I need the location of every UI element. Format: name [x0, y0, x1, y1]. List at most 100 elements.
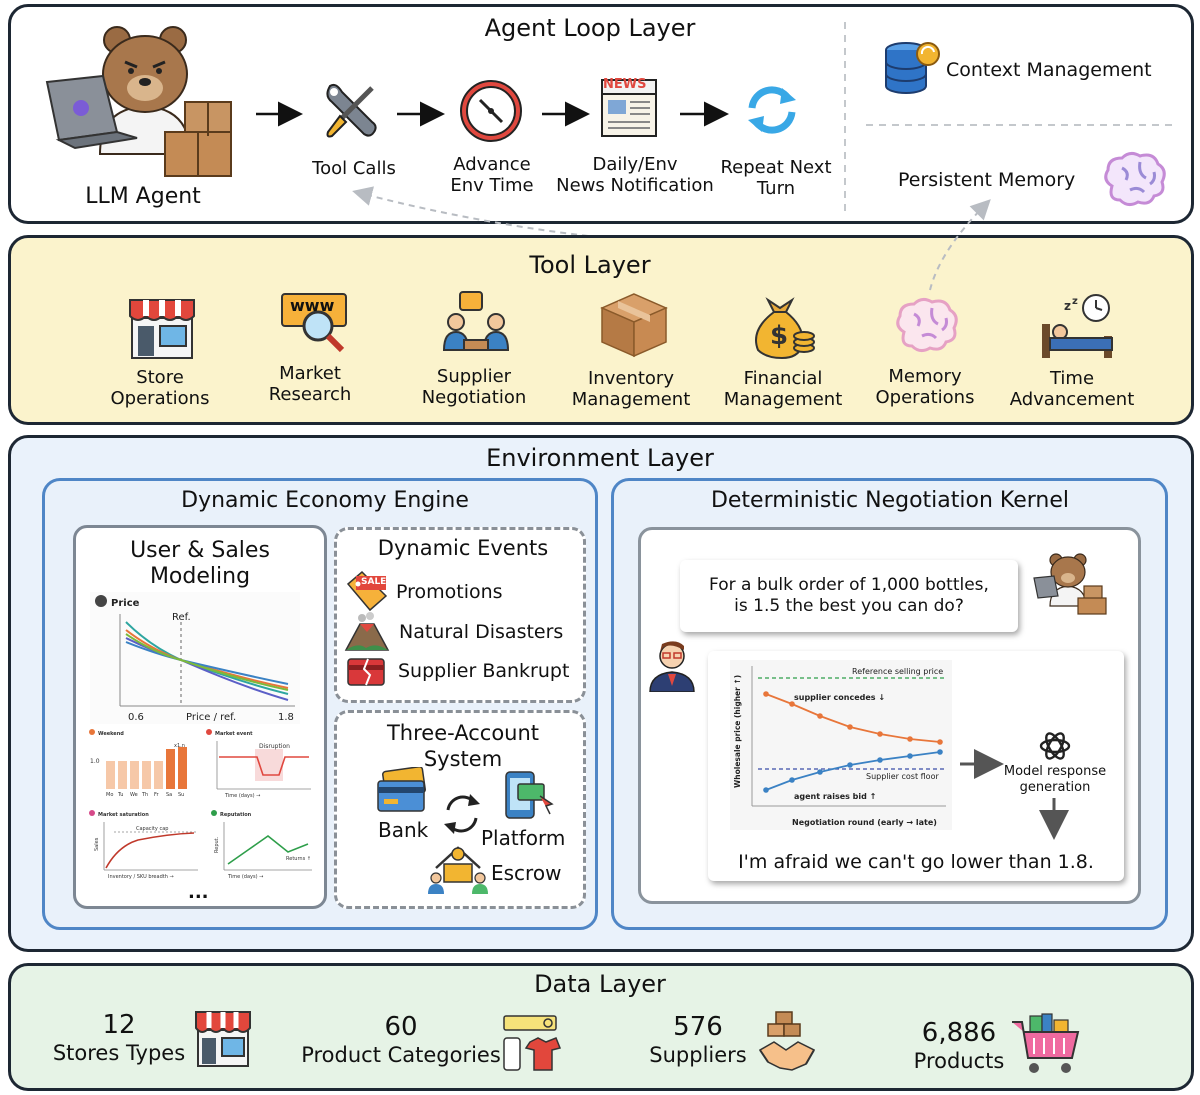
- memory-brain-icon: [892, 296, 962, 356]
- agent-series-point: [907, 753, 913, 759]
- weekend-bar: [166, 749, 175, 789]
- database-icon: [882, 38, 942, 98]
- wrench-screwdriver-icon: [320, 80, 382, 142]
- brain-icon: [1100, 150, 1170, 210]
- inventory-box-icon: [598, 290, 670, 360]
- sale-tag-label: SALE: [361, 577, 387, 587]
- escrow-icon: [428, 840, 488, 894]
- agent-loop-title: Agent Loop Layer: [484, 14, 696, 42]
- news-badge: NEWS: [603, 77, 647, 92]
- ref-label: Ref.: [172, 612, 191, 623]
- event-promotions: Promotions: [396, 581, 503, 603]
- saturation-title: Market saturation: [98, 812, 149, 818]
- model-arrows: [960, 749, 1069, 840]
- x-right-tick: 1.8: [278, 712, 294, 723]
- tool-layer-title: Tool Layer: [529, 251, 651, 279]
- clock-icon: [458, 78, 524, 144]
- account-bank: Bank: [378, 818, 429, 842]
- weekend-day-label: Tu: [117, 792, 123, 798]
- supplier-series-point: [817, 713, 823, 719]
- supplier-series-point: [877, 731, 883, 737]
- step-news-notification: Daily/Env News Notification: [556, 154, 714, 196]
- weekend-day-label: We: [130, 792, 138, 798]
- weekend-annotation: x1.n: [174, 743, 185, 749]
- stat-product-categories: 60 Product Categories: [300, 1012, 502, 1068]
- data-layer: [8, 963, 1194, 1091]
- stat-products: 6,886 Products: [904, 1018, 1014, 1074]
- supplier-reply-text: I'm afraid we can't go lower than 1.8.: [738, 851, 1094, 873]
- reference-price-label: Reference selling price: [852, 667, 943, 676]
- sleeping-bed-icon: z z: [1038, 292, 1116, 362]
- reputation-ylabel: Reput.: [214, 836, 220, 853]
- stat-products-label: Products: [913, 1049, 1005, 1073]
- weekend-title: Weekend: [98, 731, 124, 737]
- economy-engine-title: Dynamic Economy Engine: [181, 488, 469, 513]
- market-research-icon: [278, 290, 350, 356]
- stat-product-categories-label: Product Categories: [301, 1043, 501, 1067]
- capacity-cap-label: Capacity cap: [136, 826, 168, 832]
- supplier-person-icon: [646, 636, 698, 692]
- disruption-label: Disruption: [259, 743, 290, 750]
- weekend-day-label: Mo: [106, 792, 113, 798]
- sale-tag-icon: [344, 570, 390, 612]
- stat-suppliers-num: 576: [673, 1012, 723, 1042]
- returns-label: Returns ↑: [286, 856, 311, 862]
- weekend-bar: [106, 761, 115, 789]
- store-front-icon: [192, 1008, 254, 1070]
- weekend-bars: [106, 747, 187, 789]
- supplier-series-point: [847, 724, 853, 730]
- tool-supplier-negotiation: Supplier Negotiation: [421, 366, 527, 408]
- tool-layer: [8, 235, 1194, 425]
- tool-market-research: Market Research: [268, 363, 352, 405]
- stat-store-types-num: 12: [102, 1010, 136, 1040]
- platform-phone-icon: [500, 770, 558, 822]
- tool-memory-operations: Memory Operations: [875, 366, 975, 408]
- weekend-day-label: Sa: [166, 792, 172, 798]
- context-management-label: Context Management: [946, 59, 1152, 81]
- loop-arrows: [256, 22, 1172, 237]
- raise-label: agent raises bid ↑: [794, 792, 876, 801]
- dynamic-events-title: Dynamic Events: [377, 536, 549, 560]
- price-legend: Price: [111, 598, 140, 609]
- shopping-cart-icon: [1010, 1012, 1082, 1078]
- weekend-bar: [142, 761, 151, 789]
- bear-agent-icon: [45, 14, 250, 184]
- data-layer-title: Data Layer: [534, 970, 666, 998]
- three-account-title: Three-Account System: [386, 721, 540, 771]
- llm-agent-label: LLM Agent: [85, 184, 201, 209]
- volcano-icon: [344, 612, 390, 652]
- agent-series-point: [847, 762, 853, 768]
- stat-product-categories-num: 60: [384, 1012, 418, 1042]
- step-advance-env-time: Advance Env Time: [450, 154, 534, 196]
- negotiation-ylabel: Wholesale price (higher ↑): [733, 675, 742, 788]
- market-event-title: Market event: [215, 731, 253, 737]
- supplier-series-point: [937, 739, 943, 745]
- tool-store-operations: Store Operations: [110, 367, 210, 409]
- cycle-arrows-icon: [438, 790, 486, 838]
- cost-floor-label: Supplier cost floor: [866, 772, 939, 781]
- svg-text:$: $: [770, 321, 788, 351]
- price-elasticity-chart: Price Ref. 0.6 Price / ref. 1.8: [90, 592, 300, 724]
- agent-series-point: [937, 749, 943, 755]
- saturation-xlabel: Inventory / SKU breadth →: [108, 874, 174, 880]
- weekend-bar: [178, 747, 187, 789]
- tool-financial-management: Financial Management: [723, 368, 843, 410]
- account-escrow: Escrow: [491, 861, 562, 885]
- market-event-mini-chart: Market event Disruption Time (days) →: [206, 729, 311, 799]
- agent-series-point: [877, 757, 883, 763]
- supplier-series-point: [789, 701, 795, 707]
- stat-products-num: 6,886: [921, 1018, 997, 1048]
- agent-message-bubble: [680, 560, 1018, 632]
- repeat-icon: [742, 80, 802, 140]
- supplier-series-point: [763, 691, 769, 697]
- supplier-negotiation-icon: [440, 290, 512, 356]
- weekend-day-label: Fr: [154, 792, 160, 798]
- reputation-title: Reputation: [220, 812, 252, 818]
- weekend-bar: [130, 761, 139, 789]
- persistent-memory-label: Persistent Memory: [898, 169, 1076, 191]
- agent-series-point: [817, 769, 823, 775]
- concede-label: supplier concedes ↓: [794, 693, 885, 702]
- supplier-series-point: [907, 736, 913, 742]
